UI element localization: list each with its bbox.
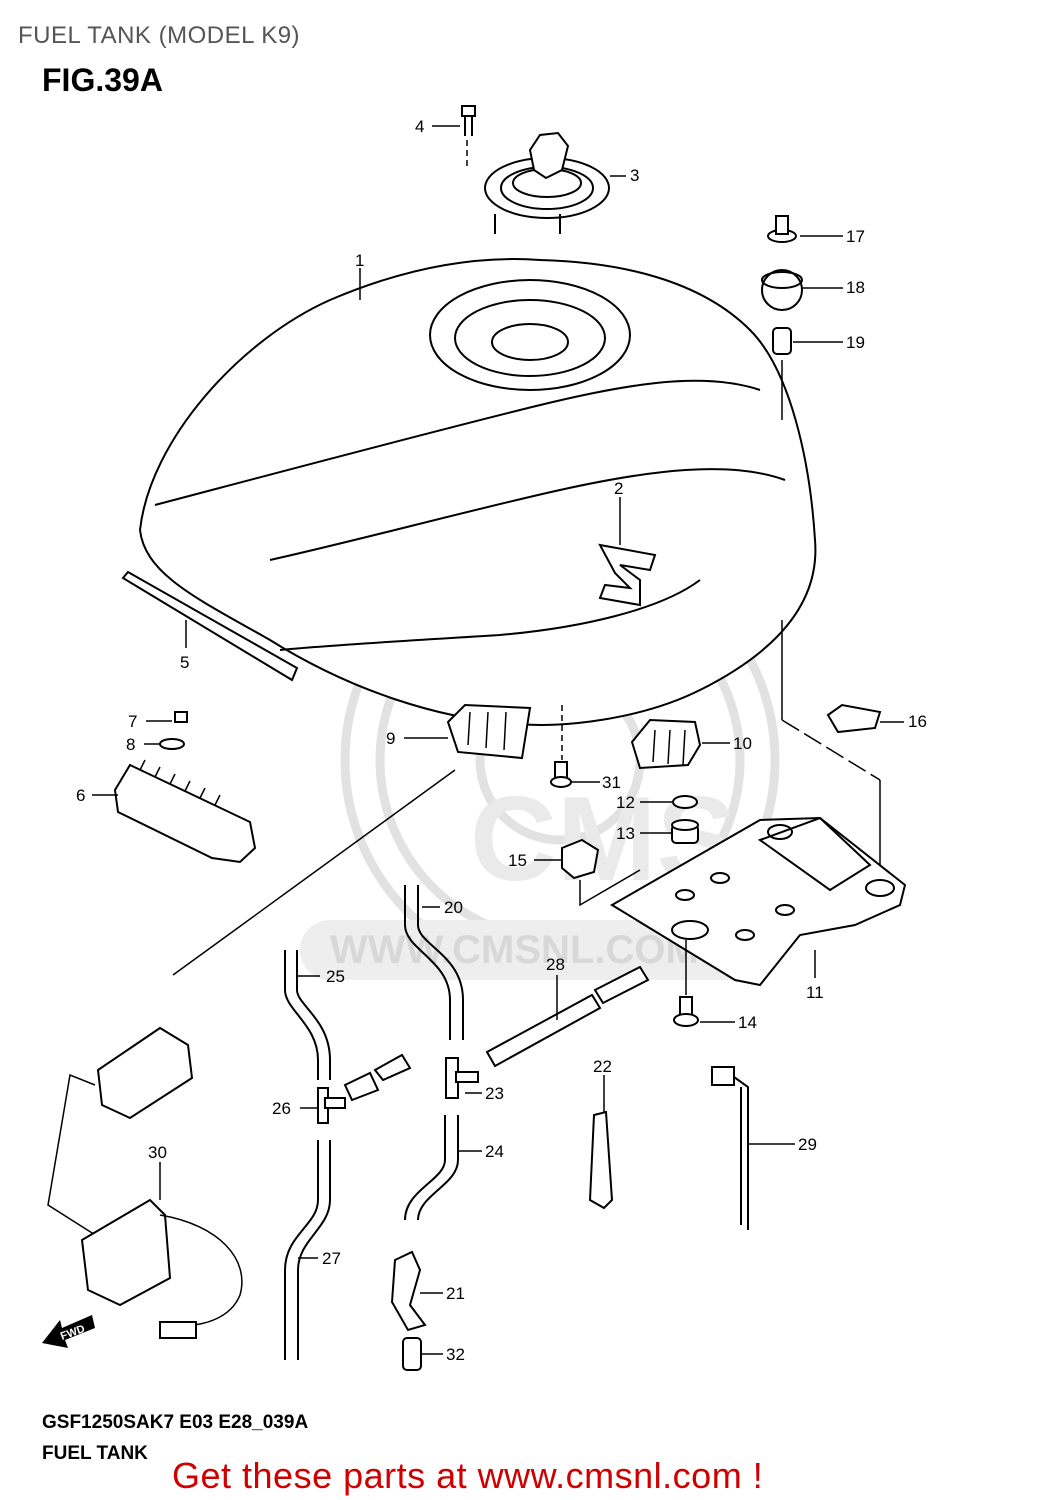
callout-17: 17 <box>846 227 865 246</box>
watermark-url: WWW.CMSNL.COM <box>330 928 699 972</box>
callout-14: 14 <box>738 1013 757 1032</box>
part-28-hose <box>485 965 650 1068</box>
part-1-fuel-tank <box>138 258 817 726</box>
part-12-collar <box>672 795 698 809</box>
part-6-bracket <box>113 711 257 864</box>
model-code: GSF1250SAK7 E03 E28_039A <box>42 1412 309 1433</box>
part-26-joint <box>317 1087 346 1124</box>
part-30-fuel-pump <box>47 769 456 1339</box>
part-14-bolt <box>673 940 699 1027</box>
callout-25: 25 <box>326 967 345 986</box>
fwd-label: FWD <box>59 1323 87 1343</box>
part-32-sleeve <box>402 1337 422 1371</box>
callout-28: 28 <box>546 955 565 974</box>
part-20-hose <box>404 885 464 1040</box>
callout-4: 4 <box>415 117 424 136</box>
part-22-band <box>588 1110 614 1210</box>
callout-2: 2 <box>614 479 623 498</box>
callout-22: 22 <box>593 1057 612 1076</box>
callout-26: 26 <box>272 1099 291 1118</box>
callout-29: 29 <box>798 1135 817 1154</box>
part-31-bolt <box>550 705 572 788</box>
callout-11: 11 <box>806 983 824 1002</box>
part-13-grommet <box>671 819 699 844</box>
part-29-cable-tie <box>711 1066 749 1230</box>
callout-31: 31 <box>602 773 621 792</box>
callout-6: 6 <box>76 786 85 805</box>
part-23-joint <box>445 1057 479 1099</box>
callout-10: 10 <box>733 734 752 753</box>
promo-link[interactable]: Get these parts at www.cmsnl.com ! <box>172 1455 764 1496</box>
part-27-hose <box>284 1140 331 1360</box>
callout-numbers: 4 3 1 2 17 18 19 5 7 8 6 9 10 16 31 12 1… <box>76 117 927 1364</box>
callout-18: 18 <box>846 278 865 297</box>
part-16-pad <box>826 703 882 734</box>
callout-8: 8 <box>126 735 135 754</box>
callout-24: 24 <box>485 1142 504 1161</box>
part-18-grommet <box>761 269 803 311</box>
callout-9: 9 <box>386 729 395 748</box>
callout-7: 7 <box>128 712 137 731</box>
callout-15: 15 <box>508 851 527 870</box>
callout-19: 19 <box>846 333 865 352</box>
part-21-clip <box>390 1250 427 1332</box>
part-17-bolt <box>767 215 797 243</box>
callout-30: 30 <box>148 1143 167 1162</box>
part-9-rubber <box>446 703 532 760</box>
callout-27: 27 <box>322 1249 341 1268</box>
callout-12: 12 <box>616 793 635 812</box>
callout-21: 21 <box>446 1284 465 1303</box>
callout-5: 5 <box>180 653 189 672</box>
callout-13: 13 <box>616 824 635 843</box>
page-header-title: FUEL TANK (MODEL K9) <box>18 22 301 49</box>
part-19-collar <box>772 327 881 870</box>
part-25-hose <box>284 950 331 1080</box>
part-15-cap <box>561 838 641 907</box>
part-5-cushion-strip <box>121 570 299 682</box>
callout-32: 32 <box>446 1345 465 1364</box>
callout-23: 23 <box>485 1084 504 1103</box>
callout-1: 1 <box>355 251 364 270</box>
fwd-arrow-icon: FWD <box>42 1315 95 1348</box>
part-3-fuel-cap <box>484 131 610 234</box>
part-4-screw <box>461 105 476 170</box>
part-10-rubber <box>630 718 702 770</box>
callout-20: 20 <box>444 898 463 917</box>
part-26-sleeves <box>343 1053 412 1102</box>
part-24-hose <box>404 1115 459 1221</box>
diagram-title: FUEL TANK <box>42 1443 148 1464</box>
figure-number: FIG.39A <box>42 62 163 98</box>
leader-lines <box>92 125 904 1355</box>
callout-3: 3 <box>630 166 639 185</box>
callout-16: 16 <box>908 712 927 731</box>
